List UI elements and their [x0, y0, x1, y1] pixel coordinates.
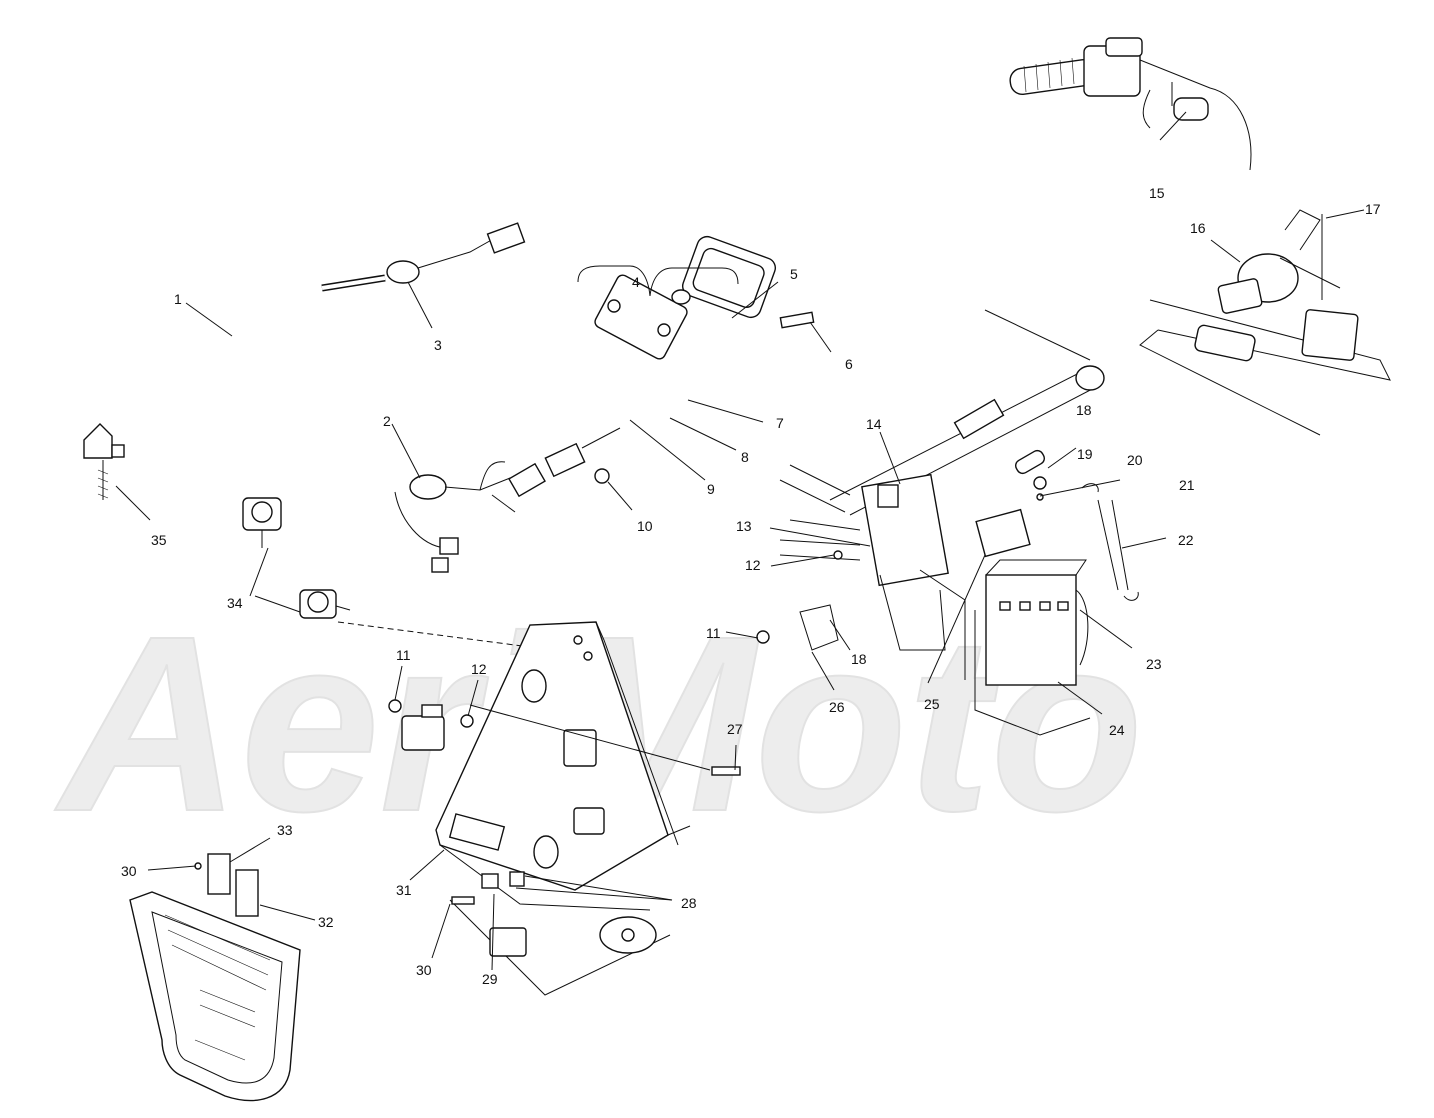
callout-20: 20: [1127, 452, 1143, 468]
callout-4: 4: [632, 274, 640, 290]
callout-32: 32: [318, 914, 334, 930]
callout-30-bottom: 30: [416, 962, 432, 978]
callout-12-right: 12: [745, 557, 761, 573]
callout-10: 10: [637, 518, 653, 534]
callout-33: 33: [277, 822, 293, 838]
frame-rails: [779, 309, 1105, 680]
callout-21: 21: [1179, 477, 1195, 493]
callout-11-left: 11: [396, 647, 411, 663]
callout-29: 29: [482, 971, 498, 987]
callout-16: 16: [1190, 220, 1206, 236]
callout-19: 19: [1077, 446, 1093, 462]
horn-assembly: [1139, 209, 1391, 436]
callout-23: 23: [1146, 656, 1162, 672]
callout-11-right: 11: [706, 625, 721, 641]
callout-7: 7: [776, 415, 784, 431]
clip-part: [83, 423, 125, 500]
callout-2: 2: [383, 413, 391, 429]
callout-13: 13: [736, 518, 752, 534]
callout-34: 34: [227, 595, 243, 611]
handlebar-control: [1009, 37, 1252, 171]
callout-8: 8: [741, 449, 749, 465]
callout-22: 22: [1178, 532, 1194, 548]
fender-guard: [129, 853, 301, 1102]
callout-14: 14: [866, 416, 882, 432]
leader-lines: [115, 111, 1365, 971]
callout-27: 27: [727, 721, 743, 737]
battery-assembly: [974, 449, 1139, 736]
callout-labels: 1 2 3 4 5 6 7 8 9 10 11 11 12 12 13 14 1…: [121, 185, 1381, 987]
callout-18-bottom: 18: [851, 651, 867, 667]
callout-26: 26: [829, 699, 845, 715]
callout-3: 3: [434, 337, 442, 353]
electrical-mounting-plate: [388, 550, 843, 996]
callout-9: 9: [707, 481, 715, 497]
callout-30-left: 30: [121, 863, 137, 879]
relay-parts: [242, 497, 585, 655]
taillight-assembly: [544, 235, 815, 484]
callout-12-left: 12: [471, 661, 487, 677]
callout-17: 17: [1365, 201, 1381, 217]
callout-6: 6: [845, 356, 853, 372]
callout-1: 1: [174, 291, 182, 307]
wiring-harness: [207, 222, 546, 573]
callout-25: 25: [924, 696, 940, 712]
callout-5: 5: [790, 266, 798, 282]
callout-28: 28: [681, 895, 697, 911]
callout-15: 15: [1149, 185, 1165, 201]
callout-31: 31: [396, 882, 412, 898]
callout-24: 24: [1109, 722, 1125, 738]
callout-18-top: 18: [1076, 402, 1092, 418]
callout-35: 35: [151, 532, 167, 548]
